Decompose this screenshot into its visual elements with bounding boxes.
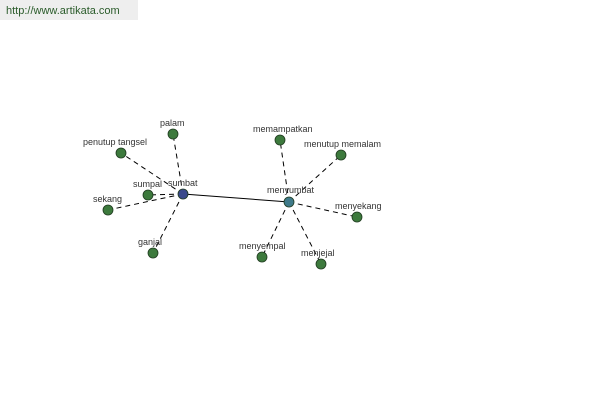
edge-menyumbat-memampatkan — [279, 139, 290, 203]
node-menyumbat[interactable]: menyumbat — [267, 185, 315, 208]
node-label-sumbat[interactable]: sumbat — [168, 178, 198, 188]
edge-sumbat-palam — [172, 133, 184, 195]
node-ganjal[interactable]: ganjal — [138, 237, 162, 259]
edge-menyumbat-menutup-memalam — [288, 154, 342, 203]
edge-menyumbat-menjejal — [288, 201, 322, 265]
node-label-menyekang[interactable]: menyekang — [335, 201, 382, 211]
node-marker-sekang[interactable] — [102, 204, 114, 216]
node-label-memampatkan[interactable]: memampatkan — [253, 124, 313, 134]
node-marker-sumbat[interactable] — [177, 188, 189, 200]
node-marker-ganjal[interactable] — [147, 247, 159, 259]
node-label-menutup-memalam[interactable]: menutup memalam — [304, 139, 381, 149]
node-menyempal[interactable]: menyempal — [239, 241, 286, 263]
edge-menyumbat-menyempal — [261, 201, 290, 258]
node-marker-menyekang[interactable] — [351, 211, 363, 223]
node-marker-penutup-tangsel[interactable] — [115, 147, 127, 159]
node-label-sumpal[interactable]: sumpal — [133, 179, 162, 189]
node-label-ganjal[interactable]: ganjal — [138, 237, 162, 247]
node-label-menyempal[interactable]: menyempal — [239, 241, 286, 251]
node-marker-menyempal[interactable] — [256, 251, 268, 263]
node-label-sekang[interactable]: sekang — [93, 194, 122, 204]
edge-sumbat-menyumbat — [182, 193, 290, 203]
node-menutup-memalam[interactable]: menutup memalam — [304, 139, 381, 161]
edge-sumbat-penutup-tangsel — [120, 152, 184, 195]
node-marker-sumpal[interactable] — [142, 189, 154, 201]
site-url[interactable]: http://www.artikata.com — [0, 0, 138, 20]
node-memampatkan[interactable]: memampatkan — [253, 124, 313, 146]
node-marker-memampatkan[interactable] — [274, 134, 286, 146]
node-menyekang[interactable]: menyekang — [335, 201, 382, 223]
node-sekang[interactable]: sekang — [93, 194, 122, 216]
edge-sumbat-sekang — [107, 193, 184, 211]
node-penutup-tangsel[interactable]: penutup tangsel — [83, 137, 147, 159]
node-marker-menyumbat[interactable] — [283, 196, 295, 208]
node-label-palam[interactable]: palam — [160, 118, 185, 128]
edge-sumbat-ganjal — [152, 193, 184, 254]
node-sumpal[interactable]: sumpal — [133, 179, 162, 201]
node-label-menjejal[interactable]: menjejal — [301, 248, 335, 258]
edge-sumbat-sumpal — [147, 193, 184, 196]
node-marker-palam[interactable] — [167, 128, 179, 140]
node-marker-menjejal[interactable] — [315, 258, 327, 270]
node-label-penutup-tangsel[interactable]: penutup tangsel — [83, 137, 147, 147]
graph-nodes: sumbat menyumbat palam penutup tangsel sumpa… — [83, 118, 382, 270]
node-label-menyumbat[interactable]: menyumbat — [267, 185, 315, 195]
edge-menyumbat-menyekang — [288, 201, 358, 218]
node-sumbat[interactable]: sumbat — [168, 178, 198, 200]
node-marker-menutup-memalam[interactable] — [335, 149, 347, 161]
graph-edges — [107, 133, 358, 265]
node-palam[interactable]: palam — [160, 118, 185, 140]
node-menjejal[interactable]: menjejal — [301, 248, 335, 270]
